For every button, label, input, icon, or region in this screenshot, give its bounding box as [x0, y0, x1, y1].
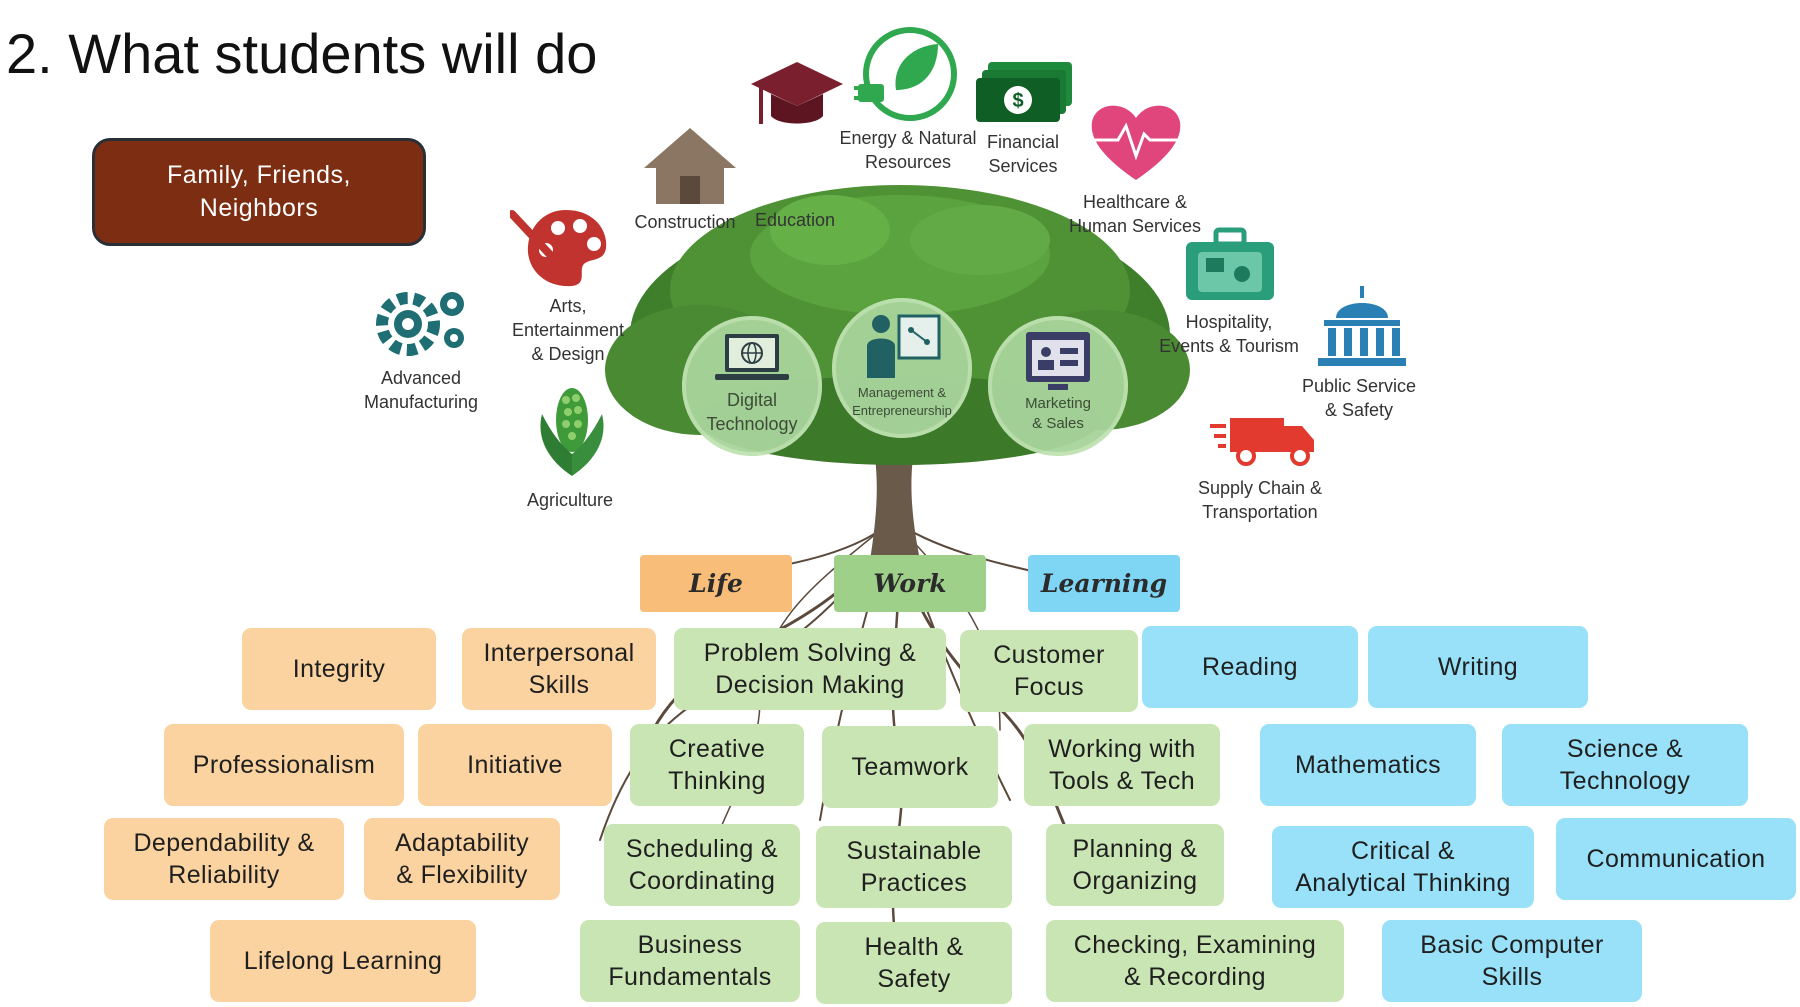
skill-working-with-tools-tech: Working with Tools & Tech [1024, 724, 1220, 806]
cluster-financial: $ Financial Services [968, 58, 1078, 178]
skill-business-fundamentals: Business Fundamentals [580, 920, 800, 1002]
circle-label: Management & Entrepreneurship [852, 385, 952, 418]
cluster-label: Financial Services [986, 132, 1060, 176]
capitol-building-icon [1318, 286, 1406, 366]
circle-management-entrepreneurship: Management & Entrepreneurship [832, 298, 972, 438]
palette-icon [510, 210, 607, 287]
slide-title: 2. What students will do [6, 22, 598, 85]
laptop-globe-icon [715, 334, 789, 380]
leaf-plug-icon [854, 27, 957, 121]
skill-communication: Communication [1556, 818, 1796, 900]
header-life-label: Life [689, 569, 743, 598]
house-icon [644, 128, 736, 204]
graduation-cap-icon [751, 62, 843, 124]
cluster-label: Construction [634, 212, 736, 232]
corn-icon [540, 388, 604, 476]
header-learning: Learning [1028, 555, 1180, 612]
skill-adaptability-flexibility: Adaptability & Flexibility [364, 818, 560, 900]
cluster-label: Advanced Manufacturing [363, 368, 479, 412]
cluster-energy: Energy & Natural Resources [838, 24, 978, 174]
skill-basic-computer-skills: Basic Computer Skills [1382, 920, 1642, 1002]
skill-dependability-reliability: Dependability & Reliability [104, 818, 344, 900]
family-friends-neighbors-box: Family, Friends, Neighbors [92, 138, 426, 246]
gears-icon [376, 292, 464, 356]
storefront-screen-icon [1026, 332, 1090, 390]
skill-sustainable-practices: Sustainable Practices [816, 826, 1012, 908]
skill-checking-examining-recording: Checking, Examining & Recording [1046, 920, 1344, 1002]
money-stack-icon: $ [976, 62, 1072, 122]
heart-pulse-icon [1091, 105, 1181, 180]
cluster-label: Public Service & Safety [1301, 376, 1417, 420]
cluster-public-service: Public Service & Safety [1284, 284, 1434, 422]
cluster-agriculture: Agriculture [510, 384, 630, 512]
cluster-advanced-manufacturing: Advanced Manufacturing [346, 284, 496, 414]
header-work-label: Work [873, 569, 947, 598]
skill-integrity: Integrity [242, 628, 436, 710]
skill-creative-thinking: Creative Thinking [630, 724, 804, 806]
skill-problem-solving: Problem Solving & Decision Making [674, 628, 946, 710]
circle-marketing-sales: Marketing & Sales [988, 316, 1128, 456]
cluster-healthcare: Healthcare & Human Services [1060, 100, 1210, 238]
cluster-supply-chain: Supply Chain & Transportation [1180, 412, 1340, 524]
cluster-construction: Construction [620, 124, 750, 234]
suitcase-icon [1186, 227, 1274, 300]
skill-writing: Writing [1368, 626, 1588, 708]
skill-science-technology: Science & Technology [1502, 724, 1748, 806]
skill-customer-focus: Customer Focus [960, 630, 1138, 712]
svg-text:$: $ [1012, 90, 1023, 112]
skill-initiative: Initiative [418, 724, 612, 806]
delivery-truck-icon [1210, 418, 1314, 466]
skill-mathematics: Mathematics [1260, 724, 1476, 806]
skill-reading: Reading [1142, 626, 1358, 708]
cluster-education: Education [745, 58, 845, 232]
cluster-label: Agriculture [526, 490, 614, 510]
cluster-label: Healthcare & Human Services [1068, 192, 1202, 236]
header-learning-label: Learning [1040, 569, 1168, 598]
skill-teamwork: Teamwork [822, 726, 998, 808]
cluster-label: Supply Chain & Transportation [1197, 478, 1323, 522]
circle-label: Marketing & Sales [1025, 395, 1091, 432]
cluster-arts: Arts, Entertainment & Design [498, 206, 638, 366]
circle-digital-technology: Digital Technology [682, 316, 822, 456]
cluster-label: Arts, Entertainment & Design [511, 296, 625, 364]
header-life: Life [640, 555, 792, 612]
cluster-label: Education [754, 210, 836, 230]
cluster-hospitality: Hospitality, Events & Tourism [1144, 226, 1314, 358]
cluster-label: Hospitality, Events & Tourism [1159, 312, 1299, 356]
header-work: Work [834, 555, 986, 612]
skill-professionalism: Professionalism [164, 724, 404, 806]
skill-health-safety: Health & Safety [816, 922, 1012, 1004]
skill-lifelong-learning: Lifelong Learning [210, 920, 476, 1002]
circle-label: Digital Technology [706, 390, 798, 434]
presenter-board-icon [867, 314, 941, 378]
skill-critical-analytical-thinking: Critical & Analytical Thinking [1272, 826, 1534, 908]
skill-scheduling-coordinating: Scheduling & Coordinating [604, 824, 800, 906]
cluster-label: Energy & Natural Resources [839, 128, 977, 172]
skill-interpersonal-skills: Interpersonal Skills [462, 628, 656, 710]
network-box-label: Family, Friends, Neighbors [167, 161, 351, 222]
skill-planning-organizing: Planning & Organizing [1046, 824, 1224, 906]
